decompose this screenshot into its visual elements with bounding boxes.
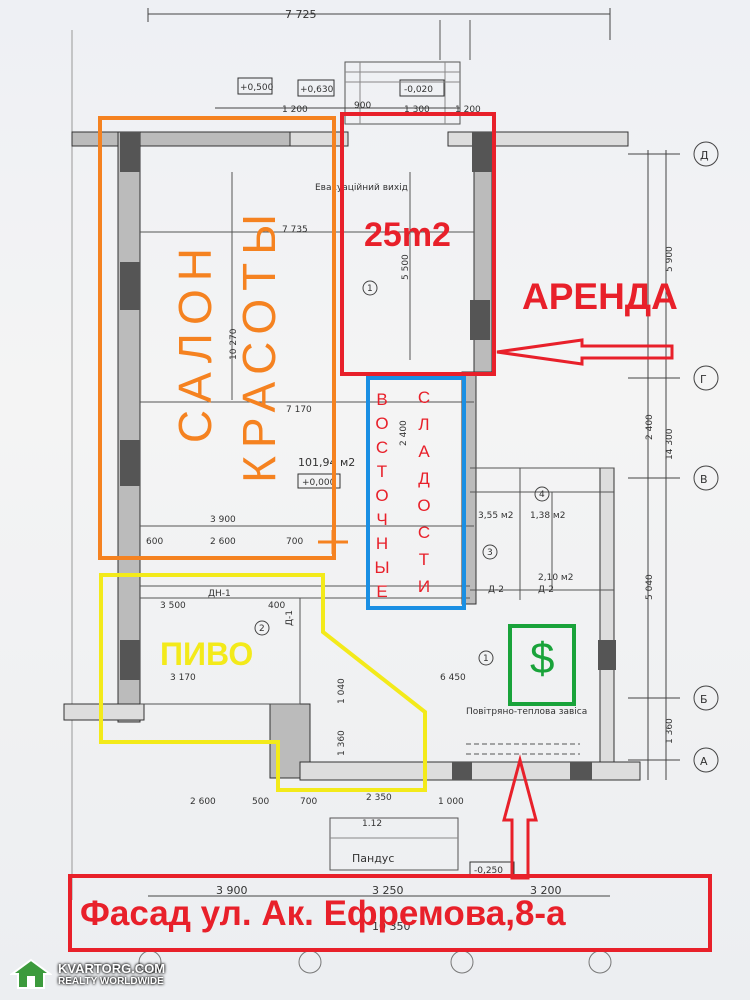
door-mark-4: ДН-1 [208,589,231,599]
small-room-2: 1,38 м2 [530,511,565,521]
dim-beer-1: 3 500 [160,601,186,611]
dim-bottom-3: 3 200 [530,884,562,897]
cash-zone-outline [508,624,576,706]
sweets-col2: СЛАДОСТИ [414,388,434,604]
rent-arrow [496,338,674,366]
main-area: 101,94 м2 [298,456,355,469]
evac-exit-label: Евакуаційний вихід [315,183,408,193]
dim-top-d: 1 200 [455,105,481,115]
watermark-brand: KVARTORG.COM [58,961,166,976]
axis-v: В [700,473,708,486]
room-num-4: 4 [539,490,545,500]
mark-top-2: +0,630 [300,85,334,95]
dim-top-a: 1 200 [282,105,308,115]
dim-lower-1: 6 450 [440,673,466,683]
dim-right-1: 5 900 [665,246,675,272]
sweets-col1: ВОСТОЧНЫЕ [372,390,392,606]
dim-row-3: 2 600 [210,537,236,547]
dim-lower-2: 2 350 [366,793,392,803]
small-room-3: 2,10 м2 [538,573,573,583]
beer-zone-outline [99,573,427,792]
facade-box [68,874,712,952]
rent-label: АРЕНДА [522,276,678,317]
small-room-1: 3,55 м2 [478,511,513,521]
axis-g: Г [700,373,707,386]
salon-line1: САЛОН [169,240,221,444]
beer-label: ПИВО [160,636,254,672]
dim-beer-2: 400 [268,601,285,611]
dim-lower-3: 2 600 [190,797,216,807]
sweets-zone-outline [366,376,466,610]
door-mark-1: Д-1 [285,610,295,626]
salon-line2: КРАСОТЫ [233,206,285,483]
dim-lower-5: 700 [300,797,317,807]
bottom-mark: -0,250 [474,866,503,876]
dim-row-2: 600 [146,537,163,547]
dim-row-4: 700 [286,537,303,547]
dim-right-2: 2 400 [645,414,655,440]
dim-row-1: 3 900 [210,515,236,525]
axis-a: А [700,755,708,768]
dim-top-b: 900 [354,101,371,111]
dim-room-5: 10 270 [229,328,239,360]
dim-top-total: 7 725 [285,8,317,21]
watermark: KVARTORG.COM REALTY WORLDWIDE [10,958,165,990]
axis-b: Б [700,693,708,706]
main-level: +0,000 [302,478,336,488]
salon-label-col1: САЛОН [169,240,221,444]
rent-zone-outline [340,112,496,376]
dim-beer-4: 1 040 [337,678,347,704]
sweets-line2: СЛАДОСТИ [414,388,434,604]
door-mark-3: Д-2 [538,585,554,595]
dim-right-5: 1 360 [665,718,675,744]
axis-d: Д [700,149,709,162]
dim-top-c: 1 300 [404,105,430,115]
facade-label: Фасад ул. Ак. Ефремова,8-а [80,894,566,933]
room-num-1b: 1 [483,654,489,664]
dim-room-1: 7 735 [282,225,308,235]
heat-curtain-label: Повітряно-теплова завіса [466,707,587,717]
salon-zone-outline [98,116,336,560]
dim-right-4: 5 040 [645,574,655,600]
door-mark-2: Д-2 [488,585,504,595]
salon-label-col2: КРАСОТЫ [233,206,285,483]
dim-bottom-4: 10 350 [372,920,411,933]
mark-top-1: +0,500 [240,83,274,93]
dim-bottom-1: 3 900 [216,884,248,897]
dim-room-2: 5 500 [401,254,411,280]
mid-mark: 1.12 [362,819,382,829]
dim-lower-6: 1 000 [438,797,464,807]
room-num-1: 1 [367,284,373,294]
watermark-tagline: REALTY WORLDWIDE [58,976,164,987]
room-num-3: 3 [487,548,493,558]
rent-area-label: 25m2 [364,216,451,254]
sweets-line1: ВОСТОЧНЫЕ [372,390,392,606]
dim-bottom-2: 3 250 [372,884,404,897]
room-num-2: 2 [259,624,265,634]
dim-room-3: 7 170 [286,405,312,415]
cash-symbol: $ [530,634,555,683]
dim-room-4: 2 400 [399,420,409,446]
dim-beer-3: 3 170 [170,673,196,683]
dim-beer-5: 1 360 [337,730,347,756]
mark-top-3: -0,020 [404,85,433,95]
dim-right-3: 14 300 [665,428,675,460]
house-logo-icon [10,958,52,989]
dim-lower-4: 500 [252,797,269,807]
ramp-label: Пандус [352,852,394,865]
